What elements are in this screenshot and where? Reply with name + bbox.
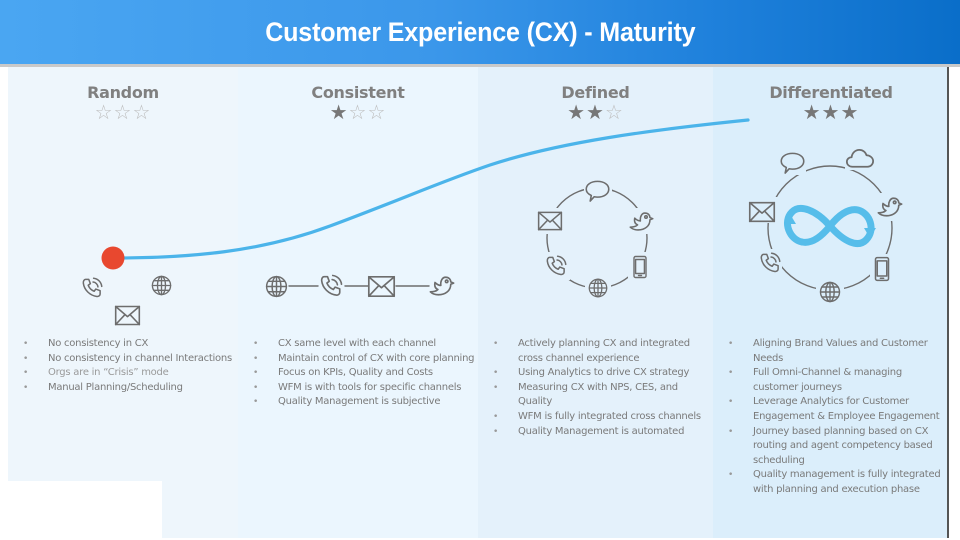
stage-title: Consistent — [311, 83, 405, 102]
bullet-item: Full Omni-Channel & managing customer jo… — [725, 366, 945, 395]
star-empty-icon: ☆☆☆ — [94, 102, 152, 124]
stage-title: Defined — [561, 83, 630, 102]
star-rating: ★★☆ — [478, 102, 713, 124]
title-banner: Customer Experience (CX) - Maturity — [0, 0, 960, 64]
bullet-item: Leverage Analytics for Customer Engageme… — [725, 395, 945, 424]
star-rating: ★☆☆ — [238, 102, 478, 124]
stage-column-random: Random ☆☆☆ No consistency in CX No consi… — [8, 67, 238, 538]
stage-title: Differentiated — [769, 83, 893, 102]
star-filled-icon: ★★ — [567, 102, 605, 124]
stage-column-defined: Defined ★★☆ Actively planning CX and int… — [478, 67, 713, 538]
bullet-item: Quality management is fully integrated w… — [725, 468, 945, 497]
bullet-item: No consistency in CX — [20, 337, 240, 352]
bullet-item: Maintain control of CX with core plannin… — [250, 352, 480, 367]
bullet-item: Focus on KPIs, Quality and Costs — [250, 366, 480, 381]
bullet-item: Manual Planning/Scheduling — [20, 381, 240, 396]
star-empty-icon: ☆ — [604, 102, 624, 124]
stage-column-consistent: Consistent ★☆☆ CX same level with each c… — [238, 67, 478, 538]
stage-bullets: CX same level with each channel Maintain… — [250, 337, 480, 410]
bullet-item: Using Analytics to drive CX strategy — [490, 366, 712, 381]
bullet-item: Quality Management is automated — [490, 425, 712, 440]
slide-title: Customer Experience (CX) - Maturity — [264, 16, 696, 47]
star-empty-icon: ☆☆ — [348, 102, 387, 124]
stage-bullets: Actively planning CX and integrated cros… — [490, 337, 712, 439]
banner-shadow — [0, 64, 960, 67]
star-rating: ☆☆☆ — [8, 102, 238, 124]
stage-title: Random — [87, 83, 159, 102]
star-filled-icon: ★★★ — [802, 102, 860, 124]
bullet-item: Quality Management is subjective — [250, 395, 480, 410]
star-filled-icon: ★ — [329, 102, 349, 124]
bullet-item: WFM is fully integrated cross channels — [490, 410, 712, 425]
bullet-item: Measuring CX with NPS, CES, and Quality — [490, 381, 712, 410]
bullet-item: WFM is with tools for specific channels — [250, 381, 480, 396]
blank-corner — [8, 481, 162, 538]
star-rating: ★★★ — [713, 102, 947, 124]
bullet-item: Actively planning CX and integrated cros… — [490, 337, 712, 366]
stage-bullets: Aligning Brand Values and Customer Needs… — [725, 337, 945, 498]
bullet-item: Aligning Brand Values and Customer Needs — [725, 337, 945, 366]
bullet-item: CX same level with each channel — [250, 337, 480, 352]
stage-bullets: No consistency in CX No consistency in c… — [20, 337, 240, 395]
bullet-item: No consistency in channel Interactions — [20, 352, 240, 367]
maturity-panel: Random ☆☆☆ No consistency in CX No consi… — [8, 67, 949, 538]
stage-column-differentiated: Differentiated ★★★ Aligning Brand Values… — [713, 67, 947, 538]
bullet-item: Journey based planning based on CX routi… — [725, 425, 945, 469]
bullet-item: Orgs are in “Crisis” mode — [20, 366, 240, 381]
